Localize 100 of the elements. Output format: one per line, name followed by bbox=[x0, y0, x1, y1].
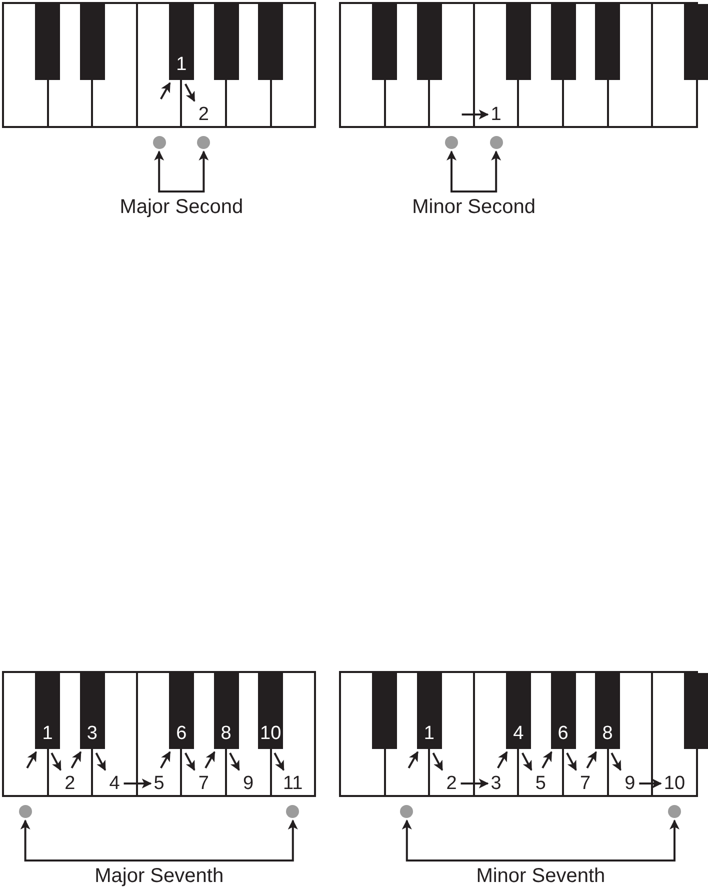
arrow bbox=[497, 751, 508, 768]
accidental-key bbox=[214, 673, 238, 749]
accidental-key bbox=[35, 4, 60, 80]
note-number: 2 bbox=[198, 105, 209, 124]
dot-marker bbox=[445, 136, 458, 148]
dot-marker bbox=[668, 804, 681, 818]
natural-key bbox=[136, 749, 180, 797]
natural-key bbox=[46, 749, 92, 797]
arrow bbox=[184, 84, 196, 102]
accidental-key bbox=[372, 4, 398, 80]
natural-key bbox=[91, 80, 136, 128]
dot-marker bbox=[18, 804, 32, 818]
arrow bbox=[160, 82, 171, 100]
arrow bbox=[160, 751, 171, 768]
natural-key bbox=[472, 80, 518, 128]
accidental-key bbox=[416, 4, 442, 80]
natural-key bbox=[606, 749, 652, 797]
accidental-key bbox=[258, 673, 284, 749]
accidental-key bbox=[168, 673, 194, 749]
natural-key bbox=[225, 80, 270, 128]
note-number: 6 bbox=[176, 724, 187, 743]
note-number: 1 bbox=[176, 55, 187, 74]
note-number: 4 bbox=[109, 774, 120, 793]
arrow bbox=[462, 110, 489, 120]
arrow bbox=[184, 752, 196, 771]
note-number: 10 bbox=[664, 774, 686, 793]
arrow bbox=[432, 752, 444, 771]
note-number: 1 bbox=[42, 724, 53, 743]
note-number: 3 bbox=[490, 774, 502, 793]
note-number: 1 bbox=[490, 105, 502, 124]
natural-key bbox=[562, 749, 607, 797]
note-number: 5 bbox=[154, 774, 164, 793]
arrow bbox=[566, 752, 577, 771]
natural-key bbox=[270, 80, 316, 128]
note-number: 6 bbox=[558, 724, 568, 743]
arrow bbox=[70, 751, 82, 768]
accidental-key bbox=[506, 673, 531, 749]
accidental-key bbox=[595, 673, 620, 749]
bracket-arrow bbox=[20, 820, 298, 862]
natural-key bbox=[517, 80, 562, 128]
natural-key bbox=[517, 749, 562, 797]
note-number: 5 bbox=[535, 774, 546, 793]
note-number: 9 bbox=[624, 774, 636, 793]
note-number: 7 bbox=[580, 774, 591, 793]
note-number: 8 bbox=[220, 724, 232, 743]
accidental-key bbox=[372, 673, 398, 749]
arrow bbox=[26, 751, 37, 768]
arrow bbox=[204, 751, 216, 768]
natural-key bbox=[180, 80, 225, 128]
accidental-key bbox=[168, 4, 194, 80]
interval-label: Minor Second bbox=[412, 196, 536, 218]
accidental-key bbox=[80, 4, 105, 80]
arrow bbox=[586, 751, 597, 768]
interval-label: Minor Seventh bbox=[476, 864, 606, 886]
natural-key bbox=[428, 80, 473, 128]
note-number: 2 bbox=[64, 774, 76, 793]
accidental-key bbox=[550, 673, 576, 749]
natural-key bbox=[428, 749, 473, 797]
natural-key bbox=[651, 749, 698, 797]
natural-key bbox=[225, 749, 270, 797]
note-number: 7 bbox=[198, 774, 209, 793]
natural-key bbox=[180, 749, 225, 797]
bracket-arrow bbox=[402, 820, 680, 862]
dot-marker bbox=[197, 136, 210, 148]
natural-key bbox=[2, 80, 47, 128]
arrow bbox=[408, 751, 419, 768]
dot-marker bbox=[286, 804, 300, 818]
natural-key bbox=[339, 80, 384, 128]
accidental-key bbox=[416, 673, 442, 749]
natural-key bbox=[384, 80, 428, 128]
natural-key bbox=[562, 80, 607, 128]
arrow bbox=[610, 752, 622, 771]
accidental-key bbox=[506, 4, 531, 80]
natural-key bbox=[472, 749, 518, 797]
dot-marker bbox=[400, 804, 414, 818]
natural-key bbox=[2, 749, 47, 797]
accidental-key bbox=[258, 4, 284, 80]
arrow bbox=[50, 752, 62, 771]
bracket-arrow bbox=[446, 150, 502, 192]
arrow bbox=[522, 752, 532, 771]
note-number: 10 bbox=[260, 724, 282, 743]
natural-key bbox=[46, 80, 92, 128]
accidental-key bbox=[80, 673, 105, 749]
accidental-key bbox=[35, 673, 60, 749]
accidental-key bbox=[684, 673, 708, 749]
bracket-arrow bbox=[154, 150, 209, 192]
natural-key bbox=[270, 749, 316, 797]
interval-label: Major Second bbox=[120, 196, 244, 218]
arrow bbox=[95, 752, 106, 771]
accidental-key bbox=[595, 4, 620, 80]
note-number: 1 bbox=[424, 724, 434, 743]
arrow bbox=[542, 751, 552, 768]
natural-key bbox=[91, 749, 136, 797]
arrow bbox=[124, 778, 152, 788]
accidental-key bbox=[684, 4, 708, 80]
note-number: 3 bbox=[86, 724, 98, 743]
arrow bbox=[274, 752, 284, 771]
interval-label: Major Seventh bbox=[94, 864, 224, 886]
dot-marker bbox=[152, 136, 166, 148]
arrow bbox=[460, 778, 489, 788]
